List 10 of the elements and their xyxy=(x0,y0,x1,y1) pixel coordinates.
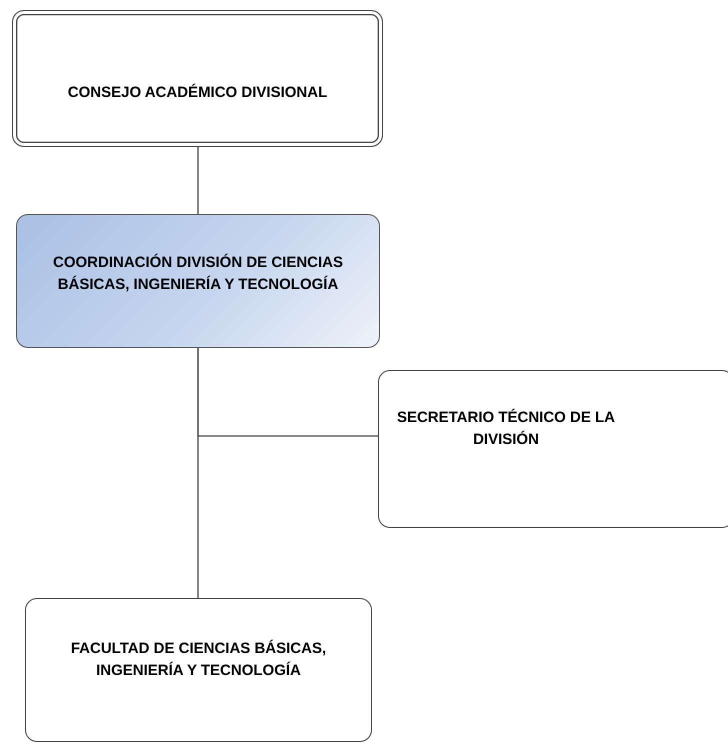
connector-line xyxy=(197,348,199,598)
secretary-box xyxy=(378,370,728,528)
node-label: CONSEJO ACADÉMICO DIVISIONAL xyxy=(68,82,328,102)
connector-line xyxy=(197,147,199,214)
council-box xyxy=(12,10,383,147)
node-label: FACULTAD DE CIENCIAS BÁSICAS, INGENIERÍA Y TECNOLOGÍA xyxy=(70,638,328,681)
coordination-box xyxy=(16,214,380,348)
faculty-box xyxy=(25,598,372,742)
node-label: COORDINACIÓN DIVISIÓN DE CIENCIAS BÁSICAS, INGENIERÍA Y TECNOLOGÍA xyxy=(52,252,344,295)
node-label: SECRETARIO TÉCNICO DE LA DIVISIÓN xyxy=(396,408,616,450)
